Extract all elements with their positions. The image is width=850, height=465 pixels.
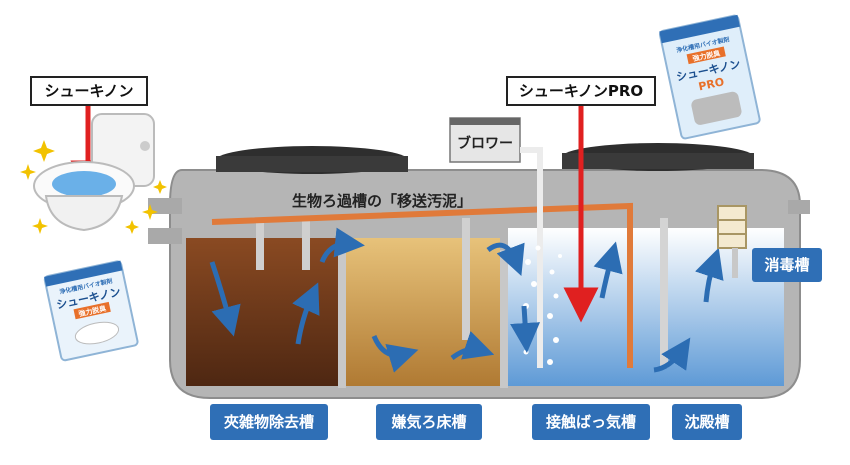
manhole-neck-right [562,153,754,169]
pipe-settling [660,218,668,368]
tag-disinfection-tank: 消毒槽 [752,248,822,282]
sludge-transfer-pipe [211,202,633,368]
pipe-2 [462,218,470,340]
disinfection-cylinder [717,205,747,249]
tag-contact-aeration-tank: 接触ばっ気槽 [532,404,650,440]
flow-arrows [209,227,724,373]
tag-anaerobic-filter-tank: 嫌気ろ床槽 [376,404,482,440]
chamber-anaerobic [346,238,500,386]
transfer-sludge-label: 生物ろ過槽の「移送汚泥」 [292,192,472,210]
pipe-1a [256,220,264,270]
manhole-neck-left [216,156,408,172]
label-shukinon: シューキノン [30,76,148,106]
package-pro-brand-sub: PRO [697,75,725,93]
inlet-pipe [148,198,182,214]
product-package-pro: 浄化槽用バイオ製剤 強力脱臭 シューキノン PRO [658,14,761,140]
product-package-small: 浄化槽用バイオ製剤 シューキノン 強力脱臭 [43,260,139,362]
sparkle-icons [20,140,167,234]
blower-cap [450,118,520,125]
toilet-illustration [33,113,155,232]
label-shukinon-pro: シューキノンPRO [506,76,656,106]
partition-1 [338,250,346,388]
partition-2 [500,250,508,388]
tag-settling-tank: 沈殿槽 [672,404,742,440]
disinfection-pipe [732,248,738,278]
blower-air-pipe [520,147,543,368]
blower-unit [449,117,521,163]
inlet-pipe-lower [148,228,182,244]
outlet-pipe [788,200,810,214]
blower-label: ブロワー [457,135,513,152]
pipe-1b [302,220,310,270]
tag-sediment-removal-tank: 夾雑物除去槽 [210,404,328,440]
